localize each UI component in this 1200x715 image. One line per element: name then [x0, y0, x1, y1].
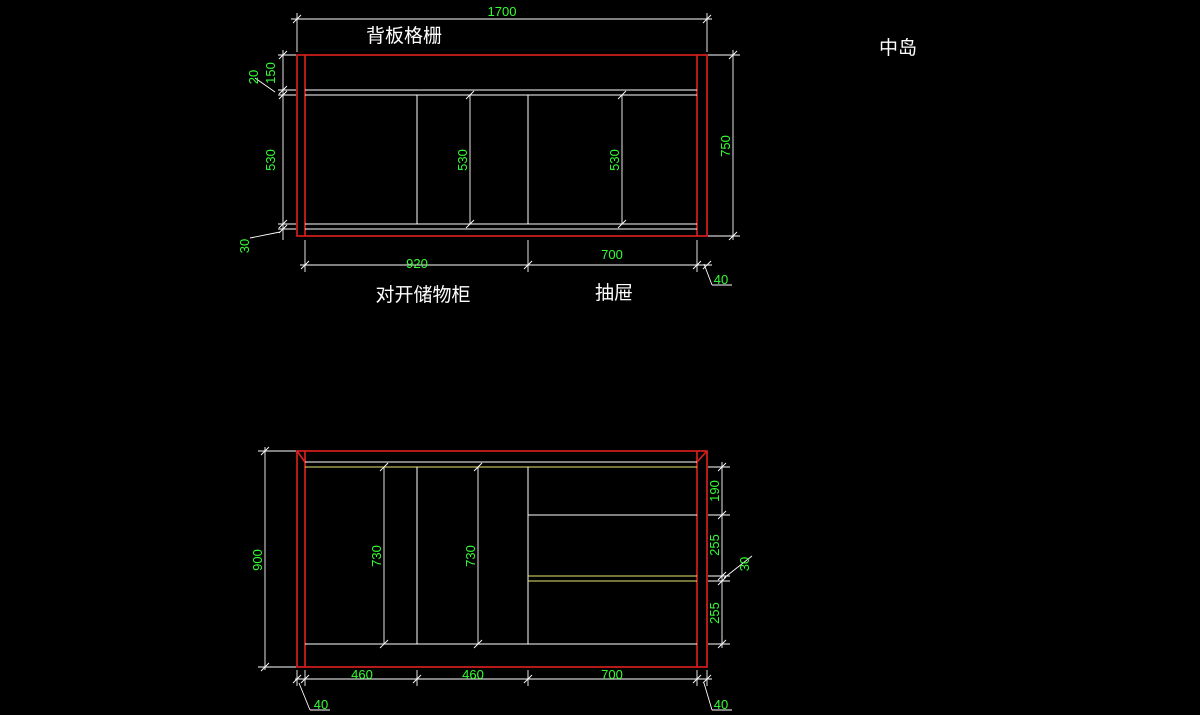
dim-bottom-700: 700	[601, 667, 623, 682]
tick	[465, 90, 475, 100]
tick	[278, 90, 288, 100]
tick	[278, 219, 288, 229]
tick	[692, 260, 702, 270]
dim-right-255-b: 255	[707, 602, 722, 624]
tick	[702, 14, 712, 24]
tick	[379, 462, 389, 472]
tick	[278, 50, 288, 60]
cabinet-label: 对开储物柜	[375, 284, 470, 306]
leader-40-top	[703, 263, 713, 286]
tick	[702, 260, 712, 270]
dim-height-900: 900	[250, 549, 265, 571]
tick	[465, 219, 475, 229]
tick	[473, 462, 483, 472]
dim-side-40: 40	[714, 272, 728, 287]
dim-bottom-40-right: 40	[714, 697, 728, 712]
top-elevation	[249, 13, 740, 286]
leader-30-right	[723, 555, 753, 579]
tick	[260, 662, 270, 672]
dim-right-255-a: 255	[707, 534, 722, 556]
dim-bottom-460-b: 460	[462, 667, 484, 682]
tick	[728, 50, 738, 60]
dim-bottom-460-a: 460	[351, 667, 373, 682]
tick	[692, 674, 702, 684]
tick	[292, 674, 302, 684]
tick	[717, 462, 727, 472]
tick	[717, 576, 727, 586]
tick	[278, 85, 288, 95]
dim-top-20: 20	[246, 70, 261, 84]
bottom-outer-frame	[296, 450, 708, 668]
dim-bottom-30: 30	[237, 239, 252, 253]
tick	[292, 14, 302, 24]
corner-bevel-left	[296, 450, 306, 463]
dim-right-30: 30	[737, 557, 752, 571]
tick	[379, 639, 389, 649]
leader-40-left	[298, 682, 311, 711]
tick	[412, 674, 422, 684]
corner-bevel-right	[696, 450, 708, 463]
drawer-label: 抽屉	[595, 282, 633, 304]
tick	[523, 260, 533, 270]
dim-left-530: 530	[263, 149, 278, 171]
leader-30	[249, 231, 281, 239]
dim-bottom-40-left: 40	[314, 697, 328, 712]
leader-40-right	[703, 682, 713, 711]
dim-top-150: 150	[263, 62, 278, 84]
dim-mid-530-b: 530	[607, 149, 622, 171]
leader-20	[254, 77, 276, 93]
tick	[278, 224, 288, 234]
tick	[702, 674, 712, 684]
top-outer-frame	[296, 54, 708, 237]
top-title-label: 背板格栅	[366, 25, 442, 47]
dim-730-b: 730	[463, 545, 478, 567]
bottom-elevation	[258, 446, 753, 711]
tick	[717, 639, 727, 649]
dim-total-width: 1700	[488, 4, 517, 19]
dim-height-750: 750	[718, 135, 733, 157]
tick	[523, 674, 533, 684]
tick	[300, 674, 310, 684]
dim-mid-530-a: 530	[455, 149, 470, 171]
tick	[260, 446, 270, 456]
dim-width-920: 920	[406, 256, 428, 271]
dim-width-700: 700	[601, 247, 623, 262]
tick	[617, 219, 627, 229]
tick	[473, 639, 483, 649]
island-label: 中岛	[879, 37, 917, 59]
tick	[717, 510, 727, 520]
dim-730-a: 730	[369, 545, 384, 567]
tick	[300, 260, 310, 270]
tick	[617, 90, 627, 100]
tick	[717, 571, 727, 581]
tick	[728, 231, 738, 241]
dim-right-190: 190	[707, 480, 722, 502]
